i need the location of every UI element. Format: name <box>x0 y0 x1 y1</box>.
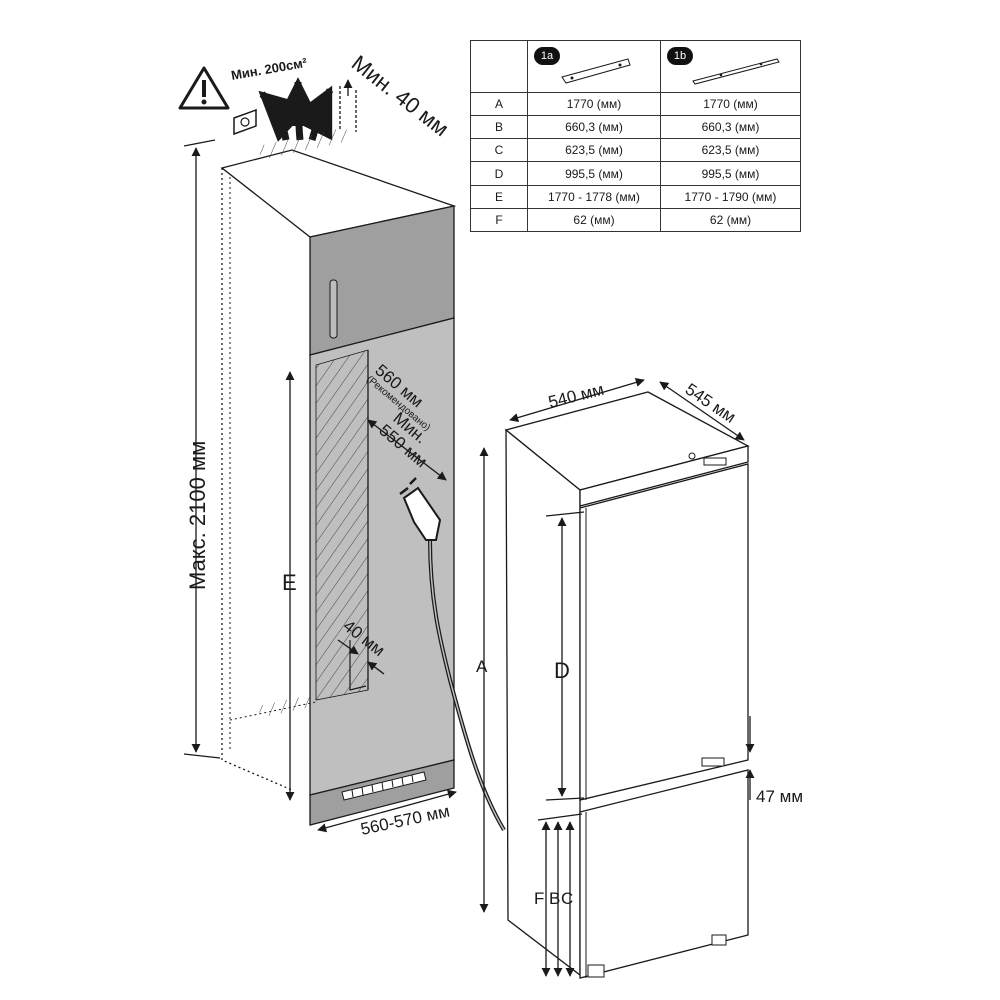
table-cell: 1770 - 1790 (мм) <box>660 184 801 209</box>
table-cell: 995,5 (мм) <box>527 161 661 186</box>
top-gap-dimension <box>339 79 357 132</box>
label-B: B <box>549 889 560 908</box>
table-cell: 62 (мм) <box>527 207 661 233</box>
label-A: A <box>476 657 488 676</box>
upper-fridge-door <box>579 463 749 801</box>
hinge-bracket-1b-icon <box>692 58 780 85</box>
fridge-depth-dimension <box>659 381 745 441</box>
max-height-dimension <box>183 139 221 759</box>
max-height-label: Макс. 2100 мм <box>185 441 210 590</box>
table-header-1a: 1a <box>527 40 661 93</box>
specification-table: 1a 1b A 1770 (мм) 1770 (мм) B 660,3 (мм)… <box>470 40 801 233</box>
upper-door-handle <box>329 279 338 339</box>
warning-icon <box>178 66 230 110</box>
table-cell: 1770 (мм) <box>660 91 801 117</box>
back-gap-dimension <box>337 639 385 675</box>
table-row: E 1770 - 1778 (мм) 1770 - 1790 (мм) <box>470 184 801 209</box>
table-cell: 62 (мм) <box>660 207 801 233</box>
label-D: D <box>554 658 570 683</box>
wall-socket-icon <box>233 108 257 136</box>
table-row: B 660,3 (мм) 660,3 (мм) <box>470 115 801 140</box>
cabinet <box>220 127 457 826</box>
table-cell: 1770 (мм) <box>527 91 661 117</box>
table-row: A 1770 (мм) 1770 (мм) <box>470 91 801 117</box>
label-F: F <box>534 889 544 908</box>
refrigerator <box>504 391 750 979</box>
ventilation-arrows <box>258 77 334 142</box>
variant-badge-1b: 1b <box>667 47 693 65</box>
table-cell: 660,3 (мм) <box>527 115 661 140</box>
variant-badge-1a: 1a <box>534 47 560 65</box>
table-row: D 995,5 (мм) 995,5 (мм) <box>470 161 801 186</box>
table-cell: 623,5 (мм) <box>660 138 801 163</box>
row-label: E <box>470 184 528 209</box>
depth-dimension <box>367 350 447 690</box>
row-label: C <box>470 138 528 163</box>
table-row: C 623,5 (мм) 623,5 (мм) <box>470 138 801 163</box>
table-cell: 1770 - 1778 (мм) <box>527 184 661 209</box>
hinge-bracket-1a-icon <box>561 58 631 84</box>
top-vent-hatch <box>258 127 349 160</box>
table-header-row: 1a 1b <box>470 40 801 93</box>
row-label: F <box>470 207 528 233</box>
height-FBC-dimensions <box>537 813 583 977</box>
vent-area-label: Мин. 200см² <box>230 55 309 83</box>
table-cell: 660,3 (мм) <box>660 115 801 140</box>
table-row: F 62 (мм) 62 (мм) <box>470 207 801 233</box>
top-gap-label: Мин. 40 мм <box>347 50 454 141</box>
niche-width-dimension <box>317 789 457 833</box>
plug-icon <box>399 477 442 541</box>
table-header-empty <box>470 40 528 93</box>
lower-fridge-door <box>579 769 749 979</box>
table-header-1b: 1b <box>660 40 801 93</box>
label-E: E <box>282 570 297 595</box>
door-gap-label: 47 мм <box>756 787 803 806</box>
table-cell: 623,5 (мм) <box>527 138 661 163</box>
height-D-dimension <box>545 511 585 801</box>
row-label: A <box>470 91 528 117</box>
row-label: D <box>470 161 528 186</box>
table-cell: 995,5 (мм) <box>660 161 801 186</box>
row-label: B <box>470 115 528 140</box>
fridge-width-dimension <box>509 377 645 423</box>
label-C: C <box>561 889 573 908</box>
